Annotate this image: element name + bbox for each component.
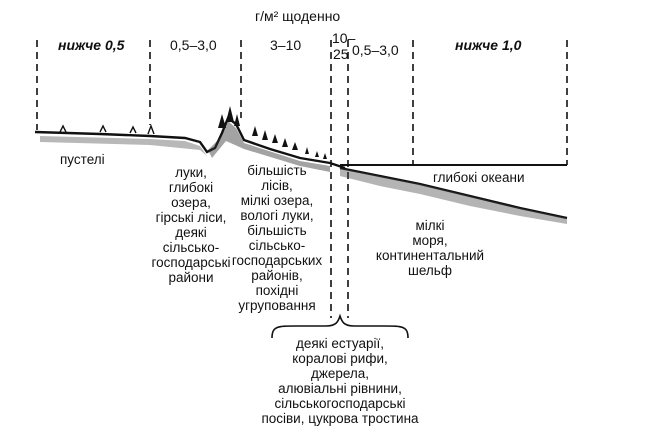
soil-stipple (40, 121, 330, 172)
zone-high-line: районів, (251, 268, 303, 283)
zone-dividers (36, 40, 568, 318)
zone-high-line: похідні (255, 283, 299, 298)
zone-high-line: сільсько- (248, 238, 306, 253)
zone-shelf-line: моря, (412, 233, 448, 248)
zone-shelf-label: мілкі моря, континентальний шельф (350, 218, 510, 278)
zone-moderate-line: райони (168, 270, 214, 285)
zone-high-line: вологі луки, (240, 208, 314, 223)
zone-highest-label: деякі естуарії, коралові рифи, джерела, … (250, 336, 430, 426)
ground-surface-line (34, 116, 346, 170)
zone-high-line: більшість (247, 163, 307, 178)
zone-highest-line: посіви, цукрова тростина (261, 411, 419, 426)
forest-trees (218, 106, 327, 159)
zone-highest-line: алювіальні рівнини, (278, 381, 402, 396)
zone-desert-label: пустелі (60, 152, 105, 167)
range-highest-line1: 10– (332, 30, 356, 46)
zone-highest-line: джерела, (310, 366, 370, 381)
zone-deep-ocean-label: глибокі океани (433, 170, 525, 185)
range-high: 3–10 (270, 37, 302, 53)
zone-moderate-line: господарські (151, 255, 231, 270)
zone-highest-line: деякі естуарії, (295, 336, 385, 351)
zone-moderate-line: деякі (175, 225, 207, 240)
range-desert: нижче 0,5 (58, 37, 125, 53)
zone-high-line: господарських (231, 253, 323, 268)
zone-high-line: більшість (247, 223, 307, 238)
zone-high-label: більшість лісів, мілкі озера, вологі лук… (222, 163, 332, 313)
zone-moderate-line: луки, (175, 165, 207, 180)
zone-shelf-line: шельф (408, 263, 452, 278)
sea-floor-line (339, 166, 568, 220)
highest-zone-brace (271, 313, 409, 339)
range-shelf: 0,5–3,0 (352, 42, 399, 58)
range-highest-line2: 25 (333, 46, 349, 62)
zone-highest-line: коралові рифи, (292, 351, 388, 366)
zone-shelf-line: континентальний (375, 248, 485, 263)
range-ocean: нижче 1,0 (455, 37, 522, 53)
sea-floor-stipple (340, 168, 567, 224)
zone-high-line: угруповання (238, 298, 316, 313)
zone-shelf-line: мілкі (415, 218, 445, 233)
range-moderate: 0,5–3,0 (170, 37, 217, 53)
zone-moderate-line: озера, (171, 195, 211, 210)
zone-moderate-label: луки, глибокі озера, гірські ліси, деякі… (131, 165, 251, 285)
zone-moderate-line: глибокі (168, 180, 214, 195)
zone-highest-line: сільськогосподарські (274, 396, 406, 411)
zone-high-line: мілкі озера, (240, 193, 314, 208)
unit-title: г/м² щоденно (255, 8, 341, 24)
zone-moderate-line: гірські ліси, (155, 210, 227, 225)
zone-high-line: лісів, (261, 178, 293, 193)
zone-moderate-line: сільсько- (162, 240, 220, 255)
desert-shrubs (59, 124, 155, 135)
